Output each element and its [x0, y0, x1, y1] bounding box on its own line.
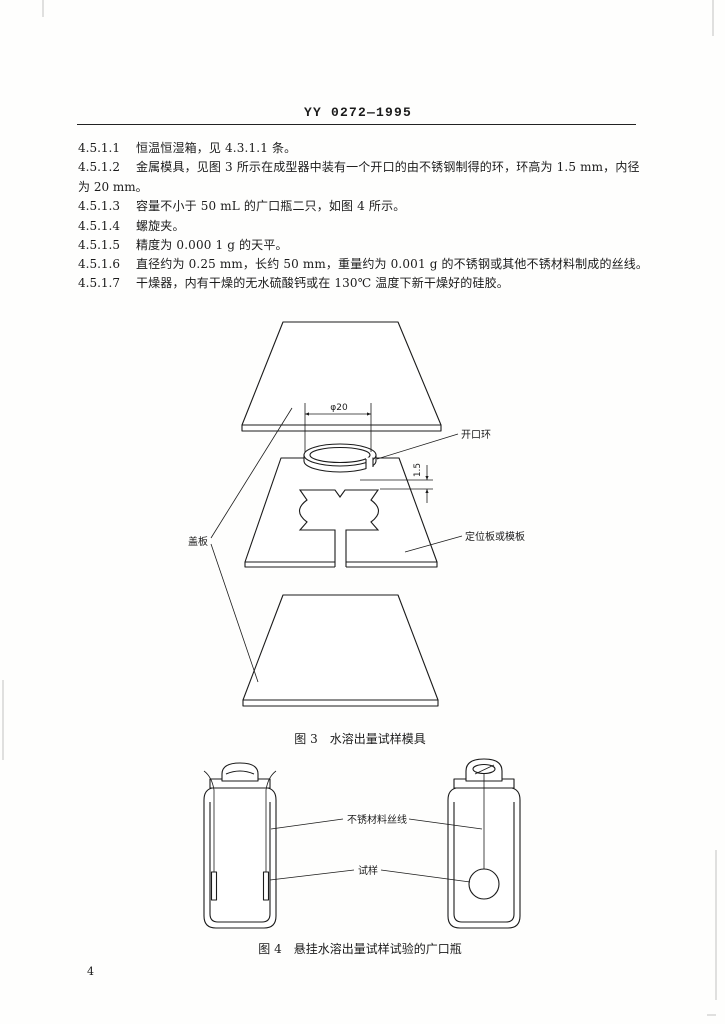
label-open-ring: 开口环	[376, 430, 491, 460]
clause-4-5-1-2: 4.5.1.2 金属模具，见图 3 所示在成型器中装有一个开口的由不锈钢制得的环，…	[78, 160, 640, 174]
bottle-right-specimen	[468, 868, 500, 900]
standard-code-header: YY 0272—1995	[303, 105, 412, 120]
figure-number: 图 4	[258, 942, 282, 956]
page-number: 4	[87, 965, 94, 978]
bottle-right-inner-wall	[453, 802, 515, 923]
clause-4-5-1-4: 4.5.1.4 螺旋夹。	[78, 219, 185, 233]
clause-4-5-1-7: 4.5.1.7 干燥器，内有干燥的无水硫酸钙或在 130℃ 温度下新干燥好的硅胶。	[78, 276, 509, 290]
bottle-left-stopper-band	[225, 770, 255, 775]
cover-plate-label: 盖板	[188, 535, 208, 548]
leader-line-top	[210, 407, 293, 539]
clause-text: 干燥器，内有干燥的无水硫酸钙或在 130℃ 温度下新干燥好的硅胶。	[136, 276, 509, 290]
cover-plate-bottom-edge	[242, 699, 439, 707]
cover-plate-top-face	[241, 321, 442, 426]
clause-text: 容量不小于 50 mL 的广口瓶二只，如图 4 所示。	[136, 199, 406, 213]
figure-3-mold-diagram: φ20 1.5 开口环 定位板或模板 盖板	[188, 321, 525, 707]
clause-text: 螺旋夹。	[136, 219, 185, 233]
clause-4-5-1-5: 4.5.1.5 精度为 0.000 1 g 的天平。	[78, 238, 288, 252]
header-rule	[77, 124, 636, 125]
ring-height-label: 1.5	[413, 463, 423, 477]
clause-4-5-1-2-continuation: 为 20 mm。	[78, 180, 148, 194]
leader-line-left	[269, 869, 355, 881]
cover-plate-top-edge	[241, 424, 442, 432]
ring-opening	[366, 457, 373, 472]
label-wire: 不锈材料丝线	[270, 813, 483, 830]
figure-4-bottle-diagram: 不锈材料丝线 试样	[203, 758, 521, 929]
bottle-left-specimen-1	[210, 871, 218, 901]
label-cover-plate: 盖板	[188, 407, 293, 683]
figure-number: 图 3	[294, 732, 318, 746]
specimen-label: 试样	[358, 864, 378, 877]
clause-4-5-1-1: 4.5.1.1 恒温恒湿箱，见 4.3.1.1 条。	[78, 141, 296, 155]
positioning-plate	[244, 457, 438, 569]
figure-title: 悬挂水溶出量试样试验的广口瓶	[293, 942, 462, 956]
clause-number: 4.5.1.4	[78, 219, 120, 233]
figure-4-caption: 图 4 悬挂水溶出量试样试验的广口瓶	[0, 942, 720, 956]
leader-line	[404, 535, 463, 553]
bottle-left-wire-hook-1	[203, 770, 215, 791]
ring-top-inner	[309, 446, 371, 464]
clause-number: 4.5.1.5	[78, 238, 120, 252]
open-ring-label: 开口环	[461, 430, 491, 441]
positioning-plate-label: 定位板或模板	[465, 530, 525, 543]
bottle-left-wire-hook-2	[265, 770, 277, 791]
clause-4-5-1-3: 4.5.1.3 容量不小于 50 mL 的广口瓶二只，如图 4 所示。	[78, 199, 405, 213]
cover-plate-bottom-face	[242, 594, 439, 701]
clause-number: 4.5.1.3	[78, 199, 120, 213]
clause-number: 4.5.1.7	[78, 276, 120, 290]
leader-line-bottom	[210, 543, 259, 683]
clause-number: 4.5.1.1	[78, 141, 120, 155]
clause-text: 直径约为 0.25 mm，长约 50 mm，重量约为 0.001 g 的不锈钢或…	[136, 257, 649, 271]
clause-number: 4.5.1.2	[78, 160, 120, 174]
clause-text: 精度为 0.000 1 g 的天平。	[136, 238, 288, 252]
ring-diameter-label: φ20	[330, 403, 348, 413]
ring-height-dimension: 1.5	[360, 463, 433, 503]
clause-text: 金属模具，见图 3 所示在成型器中装有一个开口的由不锈钢制得的环，环高为 1.5…	[136, 160, 640, 174]
leader-line-right	[408, 818, 483, 830]
leader-line-left	[270, 818, 344, 830]
bottle-left-inner-wall	[209, 802, 271, 923]
leader-line-right	[380, 869, 471, 883]
wire-label: 不锈材料丝线	[347, 813, 407, 826]
label-positioning-plate: 定位板或模板	[404, 530, 525, 553]
bottle-left-body	[203, 787, 277, 929]
figure-3-caption: 图 3 水溶出量试样模具	[0, 732, 720, 746]
cover-plate-top	[241, 321, 442, 432]
clause-number: 4.5.1.6	[78, 257, 120, 271]
bottle-left	[203, 762, 277, 929]
bottle-right	[447, 758, 521, 929]
clause-text: 恒温恒湿箱，见 4.3.1.1 条。	[136, 141, 297, 155]
bottle-right-wire-hook	[474, 764, 495, 775]
plate-cutout-fill	[299, 490, 379, 569]
clause-4-5-1-6: 4.5.1.6 直径约为 0.25 mm，长约 50 mm，重量约为 0.001 …	[78, 257, 648, 271]
bottle-left-stopper	[221, 762, 259, 782]
figure-title: 水溶出量试样模具	[329, 732, 426, 746]
plate-cutout-outline	[298, 489, 380, 567]
open-ring	[303, 443, 377, 473]
bottle-left-specimen-2	[262, 871, 270, 901]
leader-line	[376, 433, 459, 460]
label-specimen: 试样	[269, 864, 471, 883]
cover-plate-bottom	[242, 594, 439, 707]
ring-diameter-dimension: φ20	[304, 403, 372, 452]
